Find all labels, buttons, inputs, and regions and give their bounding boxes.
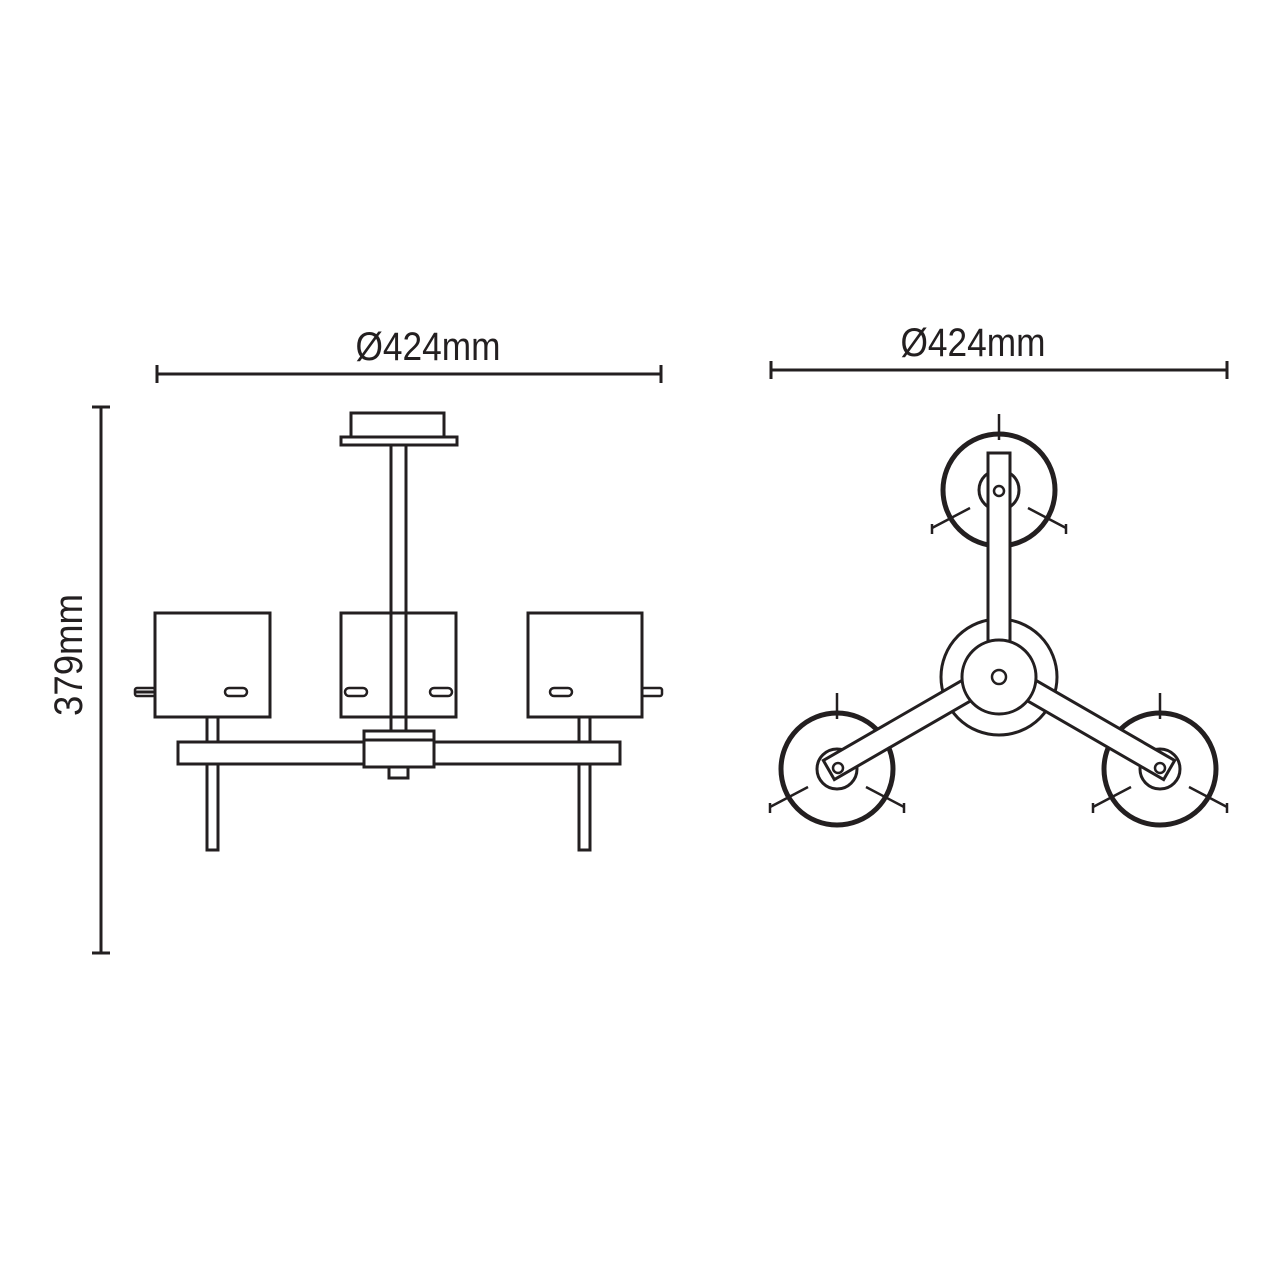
top-width-dimension: Ø424mm bbox=[769, 321, 1229, 379]
lower-rod-left bbox=[205, 762, 220, 852]
hub-cap bbox=[960, 638, 1038, 716]
lower-rod-right bbox=[577, 762, 592, 852]
lamp-shade-center bbox=[339, 611, 458, 719]
center-hub bbox=[362, 729, 436, 780]
lamp-shade-right bbox=[526, 611, 664, 719]
arm-top bbox=[986, 451, 1012, 643]
shade-holder-left bbox=[205, 715, 220, 744]
side-width-dimension: Ø424mm bbox=[155, 325, 663, 383]
side-view: Ø424mm 379mm bbox=[47, 325, 664, 955]
side-height-label: 379mm bbox=[47, 594, 91, 716]
side-width-label: Ø424mm bbox=[356, 325, 501, 369]
side-height-dimension: 379mm bbox=[47, 405, 110, 955]
ceiling-canopy bbox=[339, 411, 459, 447]
lamp-shade-left bbox=[133, 611, 272, 719]
shade-holder-right bbox=[577, 715, 592, 744]
top-width-label: Ø424mm bbox=[901, 321, 1046, 365]
top-view: Ø424mm bbox=[768, 321, 1229, 828]
